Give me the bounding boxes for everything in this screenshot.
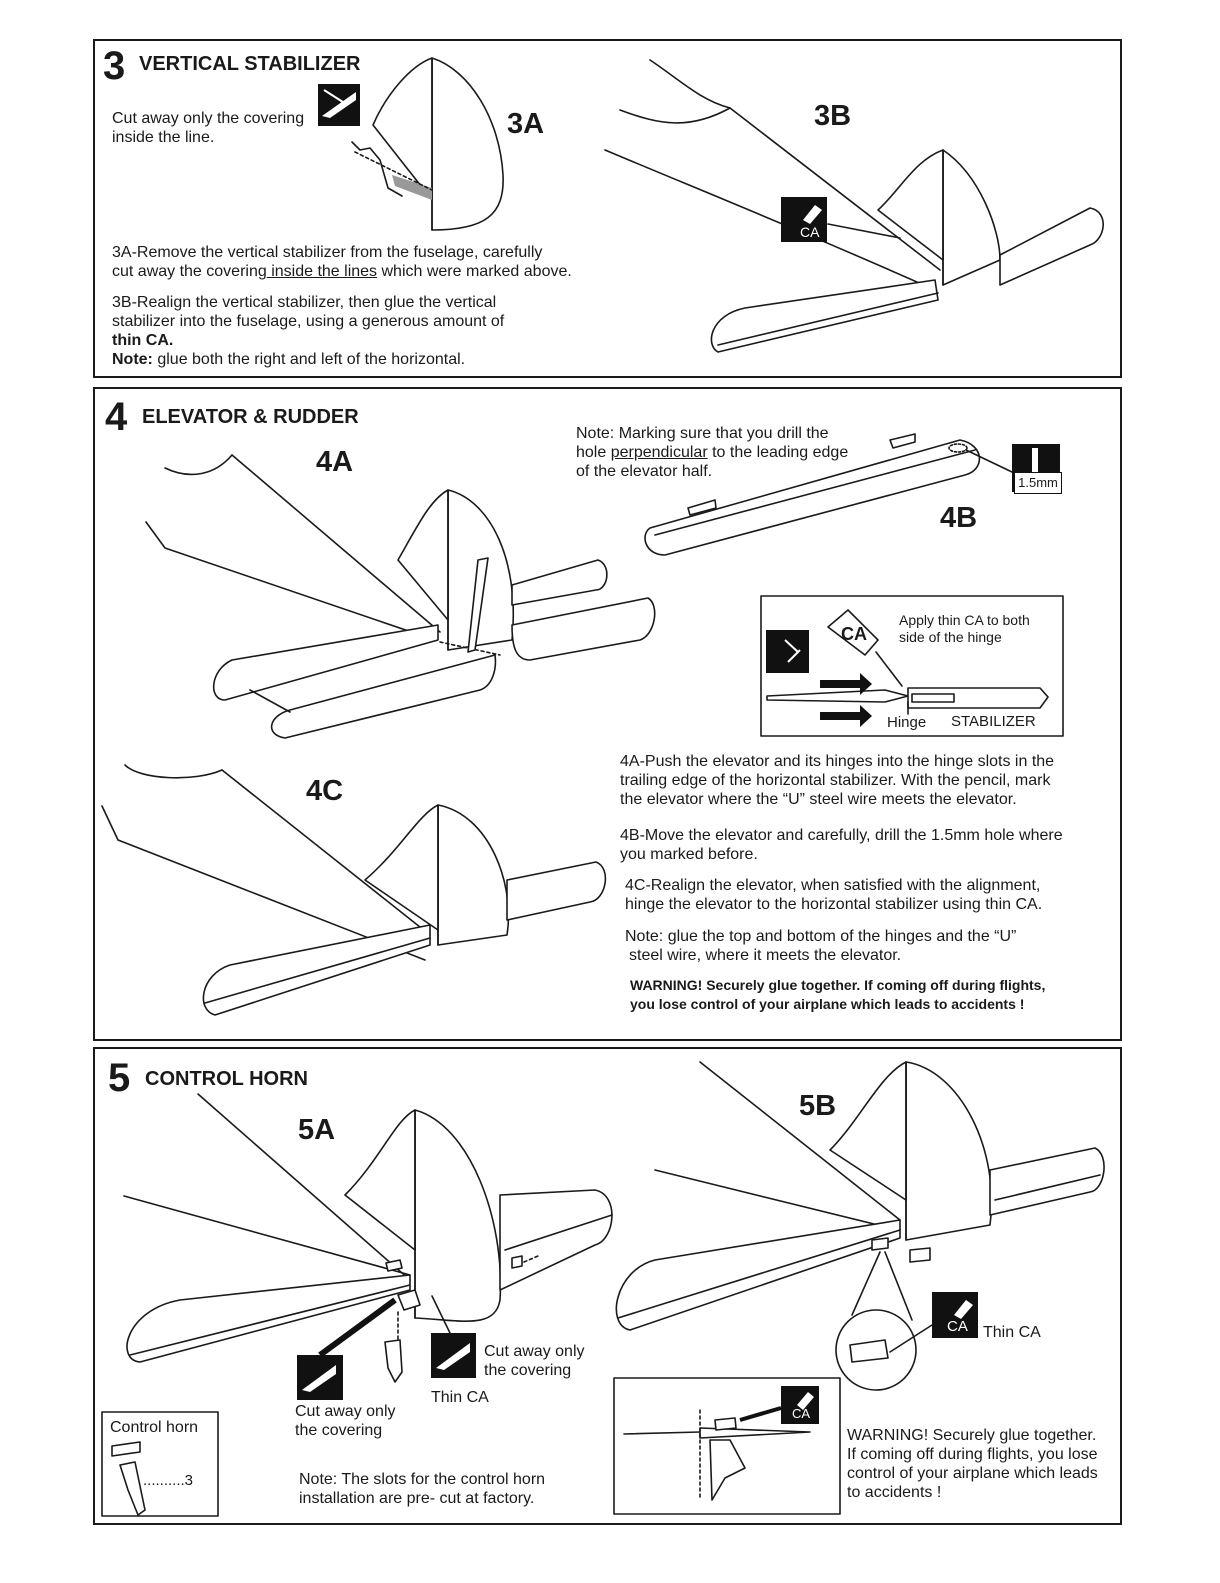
inset-ca-label: CA [792, 1406, 811, 1421]
control-horn-inset [613, 1377, 841, 1515]
note-line: Note: glue the top and bottom of the hin… [625, 928, 1017, 945]
step4-description-a: 4A-Push the elevator and its hinges into… [620, 752, 1054, 809]
apply-line: Apply thin CA to both [899, 612, 1030, 628]
drill-size-label: 1.5mm [1014, 472, 1062, 494]
inset-apply-note: Apply thin CA to both side of the hinge [899, 612, 1030, 646]
desc-line: you marked before. [620, 846, 758, 863]
desc-line: hinge the elevator to the horizontal sta… [625, 896, 1043, 913]
slots-note-line: Note: The slots for the control horn [299, 1471, 546, 1488]
cut-note-line: the covering [295, 1422, 383, 1439]
step4-description-b: 4B-Move the elevator and carefully, dril… [620, 826, 1063, 864]
slots-note-line: installation are pre- cut at factory. [299, 1490, 535, 1507]
fig-3b-tail-assembly [604, 59, 1104, 353]
warning-line: control of your airplane which leads [847, 1465, 1098, 1482]
fig-4a-elevator-marking [145, 454, 656, 739]
desc-line: cut away the covering inside the lines w… [112, 262, 572, 281]
note-label: Note: [112, 351, 153, 368]
hinge-glue-inset [760, 595, 1064, 737]
inset-stabilizer-label: STABILIZER [951, 713, 1036, 730]
cut-note-line: Cut away only [295, 1403, 396, 1420]
ca-icon-label: CA [947, 1318, 968, 1335]
parts-box-quantity: ..........3 [143, 1472, 194, 1489]
drill-note-fragment: hole [576, 444, 611, 461]
step5-title: CONTROL HORN [145, 1068, 308, 1090]
fig-3a-vertical-fin [351, 57, 504, 231]
cut-note-line: Cut away only [484, 1343, 585, 1360]
note-text: glue both the right and left of the hori… [152, 351, 466, 368]
figure-label-4b: 4B [940, 502, 978, 534]
step5-thin-ca-a: Thin CA [431, 1389, 489, 1406]
desc-line: 4A-Push the elevator and its hinges into… [620, 753, 1055, 770]
figure-label-5a: 5A [298, 1114, 336, 1146]
ca-bottle-icon [889, 1292, 978, 1353]
desc-line: stabilizer into the fuselage, using a ge… [112, 313, 505, 330]
step4-description-c: 4C-Realign the elevator, when satisfied … [625, 876, 1042, 914]
figure-label-4a: 4A [316, 446, 354, 478]
parts-box [101, 1411, 219, 1517]
desc-line: 3A-Remove the vertical stabilizer from t… [112, 244, 543, 261]
desc-line-bold: thin CA. [112, 332, 174, 349]
desc-line: 3B-Realign the vertical stabilizer, then… [112, 294, 497, 311]
ca-icon-label: CA [800, 224, 820, 240]
cut-covering-icon [318, 84, 360, 126]
fig-4c-elevator-hinged [101, 764, 607, 1016]
fig-4b-elevator-drilling [644, 433, 1013, 556]
figure-label-3a: 3A [507, 108, 545, 140]
step5-cut-note-right: Cut away only the covering [484, 1342, 585, 1380]
desc-line: 4C-Realign the elevator, when satisfied … [625, 877, 1041, 894]
step5-number: 5 [108, 1056, 131, 1100]
warning-line: WARNING! Securely glue together. [847, 1427, 1097, 1444]
parts-box-title: Control horn [110, 1419, 199, 1436]
desc-fragment: which were marked above. [377, 263, 572, 280]
desc-line: trailing edge of the horizontal stabiliz… [620, 772, 1051, 789]
cut-covering-icon [431, 1295, 476, 1378]
drill-note-fragment: to the leading edge [707, 444, 849, 461]
step3-number: 3 [103, 44, 126, 88]
drill-note-line: Note: Marking sure that you drill the [576, 425, 829, 442]
desc-line: the elevator where the “U” steel wire me… [620, 791, 1017, 808]
inset-ca-label: CA [841, 624, 867, 644]
warning-line: If coming off during flights, you lose [847, 1446, 1098, 1463]
inset-hinge-label: Hinge [887, 714, 927, 731]
cut-note-line: the covering [484, 1362, 572, 1379]
drill-note-line: of the elevator half. [576, 463, 713, 480]
warning-line: you lose control of your airplane which … [630, 996, 1025, 1012]
step4-title: ELEVATOR & RUDDER [142, 406, 359, 428]
step4-number: 4 [105, 395, 128, 439]
figure-label-5b: 5B [799, 1090, 837, 1122]
step5-warning: WARNING! Securely glue together. If comi… [847, 1426, 1098, 1502]
apply-line: side of the hinge [899, 629, 1002, 645]
ca-bottle-icon [781, 197, 827, 242]
step5-thin-ca-b: Thin CA [983, 1324, 1041, 1341]
cut-note-line: inside the line. [112, 129, 215, 146]
note-line: Note: glue both the right and left of th… [112, 350, 504, 369]
step4-note: Note: glue the top and bottom of the hin… [625, 927, 1016, 965]
step4-drill-note: Note: Marking sure that you drill the ho… [576, 424, 848, 481]
step4-warning: WARNING! Securely glue together. If comi… [630, 976, 1045, 1014]
note-line: steel wire, where it meets the elevator. [629, 947, 902, 964]
step3-description-b: 3B-Realign the vertical stabilizer, then… [112, 293, 504, 369]
fig-5b-control-horn-glued [615, 1061, 1105, 1391]
warning-line: WARNING! Securely glue together. If comi… [630, 977, 1046, 993]
step5-slots-note: Note: The slots for the control horn ins… [299, 1470, 545, 1508]
fig-5a-control-horn-install [123, 1093, 613, 1383]
warning-line: to accidents ! [847, 1484, 942, 1501]
drill-note-underlined: perpendicular [610, 444, 708, 461]
desc-underlined: inside the lines [266, 263, 378, 280]
step3-description-a: 3A-Remove the vertical stabilizer from t… [112, 243, 572, 281]
desc-line: 4B-Move the elevator and carefully, dril… [620, 827, 1063, 844]
cut-covering-icon [297, 1297, 397, 1400]
step3-title: VERTICAL STABILIZER [139, 53, 361, 75]
desc-fragment: cut away the covering [112, 263, 267, 280]
drill-note-line: hole perpendicular to the leading edge [576, 443, 848, 462]
figure-label-3b: 3B [814, 100, 852, 132]
figure-label-4c: 4C [306, 775, 344, 807]
step3-cut-note: Cut away only the covering inside the li… [112, 109, 304, 147]
step5-cut-note-left: Cut away only the covering [295, 1402, 396, 1440]
cut-note-line: Cut away only the covering [112, 110, 305, 127]
